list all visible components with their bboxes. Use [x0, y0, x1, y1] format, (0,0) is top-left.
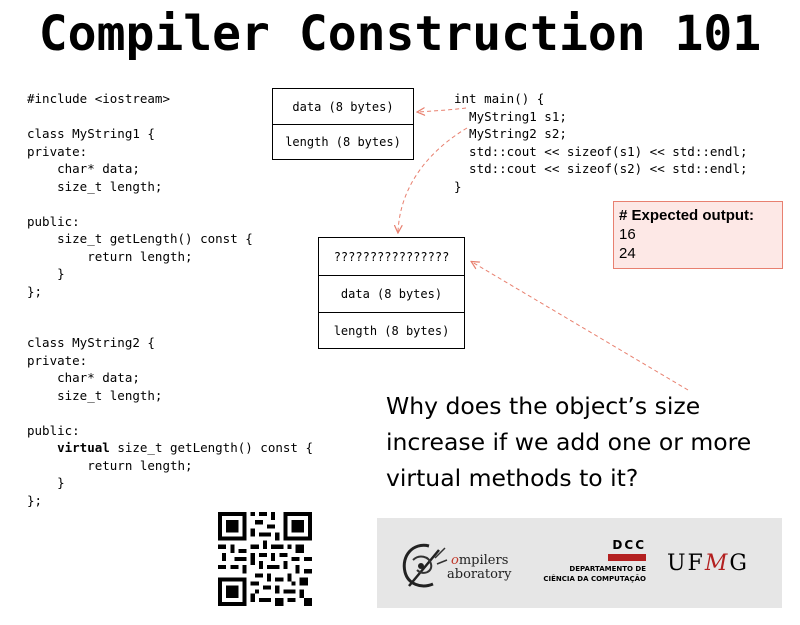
expected-output-heading: # Expected output: [619, 207, 755, 224]
dcc-abbr: DCC [612, 538, 646, 552]
layout1-length-cell: length (8 bytes) [273, 124, 413, 159]
ufmg-m: M [704, 551, 730, 576]
code-mystring2-head: class MyString2 { private: char* data; s… [27, 335, 163, 438]
dcc-logo: DCC DEPARTAMENTO DE CIÊNCIA DA COMPUTAÇÃ… [516, 538, 646, 584]
qr-code-icon [218, 512, 312, 606]
code-mystring2-tail: size_t getLength() const { return length… [27, 440, 313, 508]
mystring1-layout-box: data (8 bytes) length (8 bytes) [272, 88, 414, 160]
code-main: int main() { MyString1 s1; MyString2 s2;… [454, 91, 748, 194]
code-mystring2: class MyString2 { private: char* data; s… [27, 334, 313, 509]
layout2-data-cell: data (8 bytes) [319, 275, 464, 312]
compilers-lab-o: o [451, 553, 459, 568]
arrow-question-to-vptr [472, 262, 689, 391]
dcc-red-bar [608, 554, 646, 561]
arrow-s1-to-layout1 [418, 108, 467, 112]
ufmg-logo: UFMG [667, 551, 749, 576]
compilers-lab-logo-icon [402, 543, 448, 588]
compilers-lab-text: ompilers aboratory [447, 554, 511, 582]
arrow-s2-to-layout2 [398, 127, 468, 232]
slide-title: Compiler Construction 101 [38, 6, 762, 62]
layout2-vptr-cell: ???????????????? [333, 249, 450, 264]
layout2-length-cell: length (8 bytes) [319, 312, 464, 348]
compilers-lab-line1: mpilers [458, 553, 509, 568]
expected-output-line-1: 16 [619, 226, 636, 243]
sponsor-logos-panel: ompilers aboratory DCC DEPARTAMENTO DE C… [377, 518, 782, 608]
dcc-line1: DEPARTAMENTO DE [569, 565, 646, 573]
expected-output-box: # Expected output: 16 24 [613, 201, 783, 269]
expected-output-line-2: 24 [619, 245, 636, 262]
ufmg-g: G [729, 551, 749, 576]
layout1-data-cell: data (8 bytes) [292, 99, 394, 114]
virtual-keyword: virtual [57, 440, 110, 455]
compilers-lab-line2: aboratory [447, 567, 512, 582]
ufmg-uf: UF [667, 551, 705, 576]
question-text: Why does the object’s size increase if w… [386, 392, 752, 492]
dcc-line2: CIÊNCIA DA COMPUTAÇÃO [543, 575, 646, 583]
mystring2-layout-box: ???????????????? data (8 bytes) length (… [318, 237, 465, 349]
code-mystring1: #include <iostream> class MyString1 { pr… [27, 91, 253, 299]
